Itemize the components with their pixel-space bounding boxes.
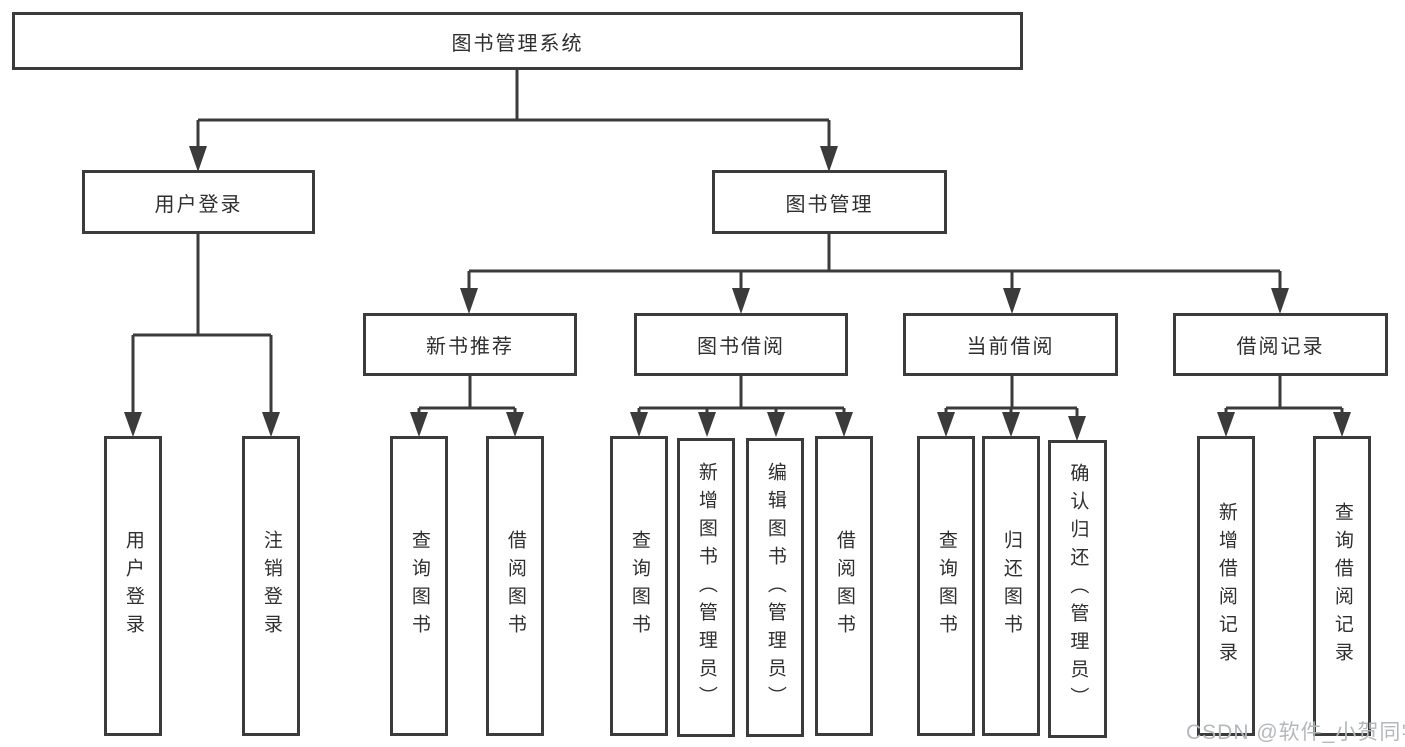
watermark: CSDN @软件_小贺同学	[1186, 721, 1405, 744]
leaf-br-query-borrow-record: 查询借阅记录	[1313, 436, 1371, 736]
arrow-down-icon	[1068, 416, 1086, 441]
arrow-down-icon	[835, 412, 853, 437]
node-root: 图书管理系统	[12, 12, 1023, 70]
arrow-down-icon	[630, 412, 648, 437]
leaf-br-add-borrow-record: 新增借阅记录	[1197, 436, 1255, 736]
arrow-down-icon	[767, 412, 785, 437]
leaf-user-login-label: 用户登录	[122, 530, 144, 642]
leaf-cb-return-books: 归还图书	[982, 436, 1040, 736]
arrow-down-icon	[124, 412, 142, 437]
leaf-bb-add-book-admin-label: 新增图书（管理员）	[695, 461, 717, 714]
leaf-br-add-borrow-record-label: 新增借阅记录	[1215, 502, 1237, 670]
arrow-down-icon	[820, 146, 838, 172]
leaf-nb-query-books: 查询图书	[390, 436, 448, 736]
leaf-cb-confirm-return-admin-label: 确认归还（管理员）	[1067, 463, 1089, 715]
leaf-logout-label: 注销登录	[260, 530, 282, 642]
leaf-bb-edit-book-admin-label: 编辑图书（管理员）	[764, 461, 786, 714]
connector-lines	[131, 70, 1344, 418]
leaf-cb-confirm-return-admin: 确认归还（管理员）	[1048, 440, 1107, 738]
node-borrow-records: 借阅记录	[1173, 313, 1388, 376]
leaf-cb-query-books-label: 查询图书	[935, 530, 957, 642]
arrow-down-icon	[410, 412, 428, 437]
arrow-down-icon	[937, 412, 955, 437]
arrow-down-icon	[1333, 412, 1351, 437]
node-borrow-records-label: 借阅记录	[1236, 336, 1325, 358]
arrow-down-icon	[189, 146, 207, 172]
leaf-bb-add-book-admin: 新增图书（管理员）	[677, 438, 735, 737]
node-user-login-label: 用户登录	[154, 193, 243, 216]
arrow-down-icon	[1217, 412, 1235, 437]
node-new-book-recommend: 新书推荐	[363, 313, 577, 376]
arrow-down-icon	[1003, 288, 1021, 314]
leaf-bb-query-books: 查询图书	[610, 436, 668, 736]
node-user-login: 用户登录	[82, 170, 315, 234]
leaf-bb-query-books-label: 查询图书	[628, 530, 650, 642]
arrow-down-icon	[262, 412, 280, 437]
node-book-management-label: 图书管理	[785, 193, 874, 216]
leaf-bb-borrow-books-label: 借阅图书	[833, 530, 855, 642]
leaf-nb-query-books-label: 查询图书	[408, 530, 430, 642]
leaf-bb-borrow-books: 借阅图书	[815, 436, 873, 736]
node-current-borrow: 当前借阅	[903, 313, 1118, 376]
node-book-borrow: 图书借阅	[634, 313, 848, 376]
node-root-label: 图书管理系统	[451, 32, 584, 55]
leaf-cb-return-books-label: 归还图书	[1000, 530, 1022, 642]
leaf-nb-borrow-books-label: 借阅图书	[504, 530, 526, 642]
arrow-down-icon	[1271, 288, 1289, 314]
node-book-borrow-label: 图书借阅	[697, 336, 785, 358]
leaf-user-login: 用户登录	[104, 436, 162, 736]
node-book-management: 图书管理	[712, 170, 947, 234]
arrow-down-icon	[732, 288, 750, 314]
leaf-logout: 注销登录	[242, 436, 300, 736]
arrow-down-icon	[698, 412, 716, 437]
node-new-book-recommend-label: 新书推荐	[426, 336, 514, 358]
leaf-nb-borrow-books: 借阅图书	[486, 436, 544, 736]
leaf-cb-query-books: 查询图书	[917, 436, 975, 736]
node-current-borrow-label: 当前借阅	[966, 336, 1055, 358]
leaf-bb-edit-book-admin: 编辑图书（管理员）	[746, 438, 804, 737]
arrow-down-icon	[506, 412, 524, 437]
arrow-down-icon	[460, 288, 478, 314]
leaf-br-query-borrow-record-label: 查询借阅记录	[1331, 502, 1353, 670]
arrowheads	[124, 146, 1351, 441]
arrow-down-icon	[1002, 412, 1020, 437]
